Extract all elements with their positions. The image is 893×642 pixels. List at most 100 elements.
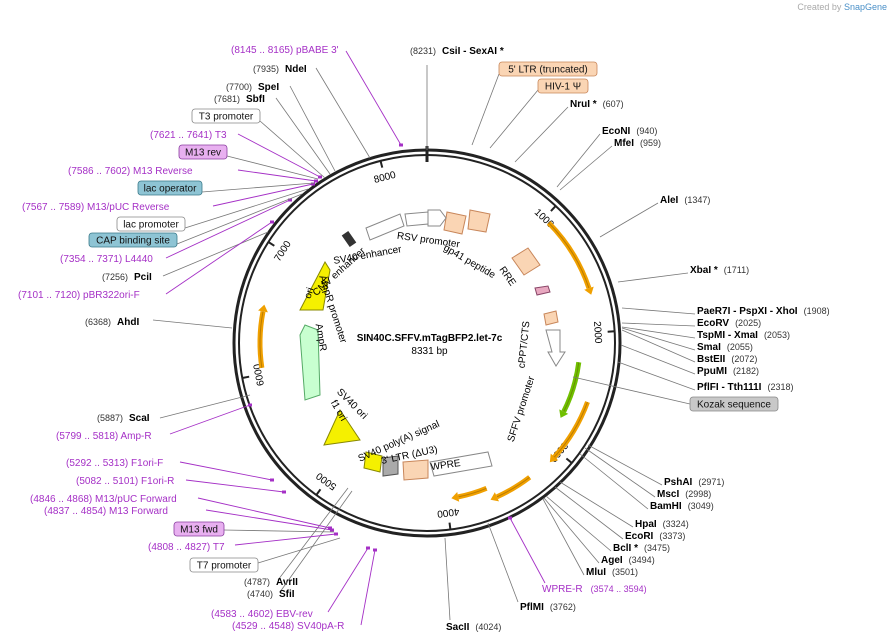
primer-label-l4440[interactable]: (7354 .. 7371) L4440	[60, 254, 153, 265]
site-leader-mlu	[542, 498, 585, 576]
feature-arc-wpre-2-head	[451, 491, 460, 502]
primer-label-sv40pa[interactable]: (4529 .. 4548) SV40pA-R	[232, 621, 344, 632]
primer-label-pbr[interactable]: (7101 .. 7120) pBR322ori-F	[18, 290, 140, 301]
feature-box-label-lacop: lac operator	[144, 184, 197, 195]
primer-leader-m13r	[237, 169, 317, 182]
site-position: (5887)	[97, 413, 123, 423]
site-label-nde[interactable]: (7935)NdeI	[253, 64, 307, 75]
site-label-msc[interactable]: MscI(2998)	[657, 489, 711, 500]
feature-arc-ampr-orange-edge	[259, 311, 264, 368]
site-label-pfl[interactable]: PflFI - Tth111I(2318)	[697, 382, 793, 393]
primer-label-t7[interactable]: (4808 .. 4827) T7	[148, 542, 225, 553]
feature-box-m13fwd[interactable]	[173, 521, 225, 537]
site-name: AleI	[660, 195, 679, 206]
feature-sv40enh[interactable]	[404, 211, 429, 227]
feature-arc-mtagbfp2[interactable]	[546, 221, 592, 289]
feature-arc-wpre-1[interactable]	[495, 475, 532, 500]
site-label-csi[interactable]: (8231)CsiI - SexAI *	[410, 46, 504, 57]
site-label-spe[interactable]: (7700)SpeI	[226, 82, 279, 93]
site-label-ecorv[interactable]: EcoRV(2025)	[697, 318, 761, 329]
site-name: AhdI	[117, 317, 139, 328]
site-label-age[interactable]: AgeI(3494)	[601, 555, 655, 566]
feature-5ltr[interactable]	[467, 209, 491, 233]
site-name: SbfI	[246, 94, 265, 105]
site-label-pae[interactable]: PaeR7I - PspXI - XhoI(1908)	[697, 306, 830, 317]
feature-lac[interactable]	[341, 230, 357, 248]
feature-ori[interactable]	[299, 260, 331, 311]
feature-arc-orange-2[interactable]	[552, 401, 590, 459]
feature-ampr[interactable]	[299, 324, 321, 401]
primer-label-m13pf[interactable]: (4846 .. 4868) M13/pUC Forward	[30, 494, 177, 505]
site-label-ppu[interactable]: PpuMI(2182)	[697, 366, 759, 377]
feature-f1ori[interactable]	[323, 408, 361, 446]
primer-mark-pbr	[270, 220, 274, 224]
site-label-bam[interactable]: BamHI(3049)	[650, 501, 714, 512]
feature-box-cap[interactable]	[88, 232, 178, 248]
site-label-econi[interactable]: EcoNI(940)	[602, 126, 657, 137]
site-label-ecori[interactable]: EcoRI(3373)	[625, 531, 685, 542]
primer-label-t3[interactable]: (7621 .. 7641) T3	[150, 130, 227, 141]
feature-cppt[interactable]	[543, 310, 559, 326]
feature-box-hiv[interactable]	[537, 78, 589, 94]
primer-label-m13p[interactable]: (7567 .. 7589) M13/pUC Reverse	[22, 202, 170, 213]
feature-sffv-promoter[interactable]	[545, 329, 566, 367]
feature-box-t3p[interactable]	[191, 108, 261, 124]
feature-box-lacpr[interactable]	[116, 216, 186, 232]
feature-cmv[interactable]	[365, 213, 405, 241]
primer-label-pbabe[interactable]: (8145 .. 8165) pBABE 3'	[231, 45, 339, 56]
feature-box-m13rev[interactable]	[178, 144, 228, 160]
feature-rsv[interactable]	[427, 209, 447, 227]
site-label-sca[interactable]: (5887)ScaI	[97, 413, 150, 424]
site-leader-nru	[514, 106, 569, 163]
site-label-mfe[interactable]: MfeI(959)	[614, 138, 661, 149]
feature-ltr-2[interactable]	[443, 211, 467, 235]
primer-label-wprer[interactable]: WPRE-R(3574 .. 3594)	[542, 584, 647, 595]
feature-arc-ampr-orange[interactable]	[257, 311, 266, 369]
site-label-nru[interactable]: NruI *(607)	[570, 99, 624, 110]
site-position: (6368)	[85, 317, 111, 327]
site-label-ahd[interactable]: (6368) AhdI	[85, 317, 139, 328]
feature-sv40ori[interactable]	[363, 451, 383, 473]
feature-arc-wpre-2[interactable]	[457, 485, 488, 500]
feature-gp41[interactable]	[534, 285, 551, 296]
site-label-bcl[interactable]: BclI *(3475)	[613, 543, 670, 554]
site-leader-ale	[599, 202, 659, 238]
feature-box-lacop[interactable]	[137, 180, 203, 196]
site-label-psh[interactable]: PshAI(2971)	[664, 477, 724, 488]
site-position: (3049)	[688, 501, 714, 511]
site-label-sma[interactable]: SmaI(2055)	[697, 342, 753, 353]
primer-label-m13r[interactable]: (7586 .. 7602) M13 Reverse	[68, 166, 193, 177]
primer-label-ampr[interactable]: (5799 .. 5818) Amp-R	[56, 431, 152, 442]
site-label-hpa[interactable]: HpaI(3324)	[635, 519, 689, 530]
site-leader-nde	[315, 67, 371, 159]
primer-label-m13f[interactable]: (4837 .. 4854) M13 Forward	[44, 506, 168, 517]
site-label-ale[interactable]: AleI(1347)	[660, 195, 710, 206]
site-label-xba[interactable]: XbaI *(1711)	[690, 265, 749, 276]
feature-arc-wpre-1-edge	[496, 476, 530, 498]
feature-3ltr[interactable]	[402, 459, 429, 481]
feature-box-kozak[interactable]	[689, 396, 779, 412]
primer-label-ebv[interactable]: (4583 .. 4602) EBV-rev	[211, 609, 313, 620]
primer-label-f1r[interactable]: (5082 .. 5101) F1ori-R	[76, 476, 174, 487]
site-label-bst[interactable]: BstEII(2072)	[697, 354, 757, 365]
feature-wpre[interactable]	[429, 451, 493, 477]
site-label-mlu[interactable]: MluI(3501)	[586, 567, 638, 578]
site-label-pflmi[interactable]: PflMI(3762)	[520, 602, 576, 613]
feature-box-t7p[interactable]	[189, 557, 259, 573]
site-label-sbf[interactable]: (7681)SbfI	[214, 94, 265, 105]
box-leader-m13fwd	[223, 529, 335, 533]
credit[interactable]: Created by SnapGene	[797, 2, 887, 12]
site-label-tsp[interactable]: TspMI - XmaI(2053)	[697, 330, 790, 341]
site-position: (3494)	[629, 555, 655, 565]
tick-label: 6000	[252, 362, 267, 386]
feature-rre[interactable]	[511, 247, 541, 276]
feature-sv40pa[interactable]	[382, 455, 399, 477]
primer-label-f1f[interactable]: (5292 .. 5313) F1ori-F	[66, 458, 163, 469]
tick-mark	[550, 205, 557, 212]
site-label-sfi[interactable]: (4740)SfiI	[247, 589, 295, 600]
site-position: (1908)	[804, 306, 830, 316]
site-label-sac[interactable]: SacII(4024)	[446, 622, 501, 633]
site-label-pci[interactable]: (7256)PciI	[102, 272, 152, 283]
feature-box-ltr[interactable]	[498, 61, 598, 77]
feature-arc-sffv[interactable]	[561, 361, 582, 413]
